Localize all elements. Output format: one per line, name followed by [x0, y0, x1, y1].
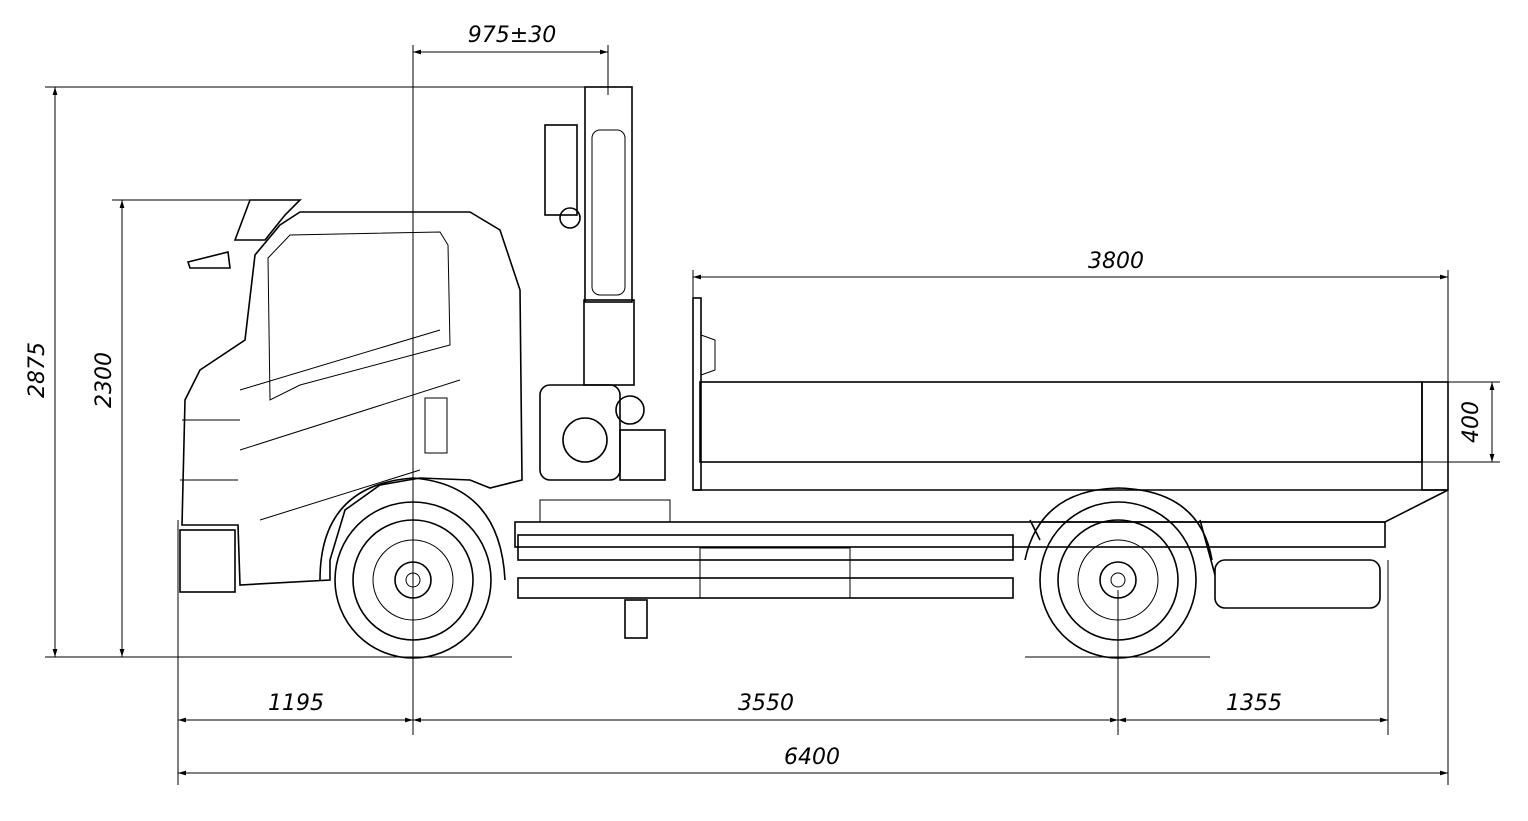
- cab: [179, 199, 523, 593]
- dim-rear-overhang: 1355: [1226, 691, 1282, 716]
- dim-front-overhang: 1195: [268, 691, 324, 716]
- crane: [539, 86, 666, 639]
- cargo-body: [692, 297, 1449, 523]
- dim-overall-length: 6400: [784, 745, 840, 770]
- dim-side-height: 400: [1459, 401, 1484, 443]
- dim-cab-height: 2300: [92, 352, 117, 408]
- dim-body-length: 3800: [1088, 249, 1144, 274]
- dim-crane-offset: 975±30: [468, 23, 556, 48]
- dim-wheelbase: 3550: [738, 691, 794, 716]
- dim-overall-height: 2875: [25, 342, 50, 398]
- dimension-lines: [45, 45, 1500, 785]
- chassis-frame: [514, 499, 1386, 609]
